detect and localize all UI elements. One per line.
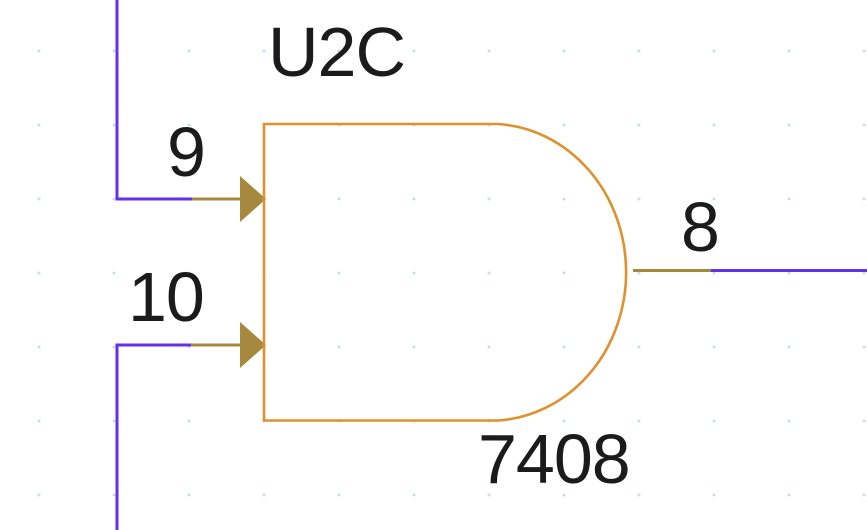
component-part-number-label[interactable]: 7408 bbox=[478, 420, 631, 498]
component-designator-label[interactable]: U2C bbox=[268, 13, 406, 91]
pin-number-label-10: 10 bbox=[128, 258, 205, 336]
wire-net-input-10[interactable] bbox=[115, 343, 191, 530]
input-pin-9-arrow-icon bbox=[240, 176, 266, 222]
wire-net-input-9[interactable] bbox=[115, 0, 192, 201]
pin-number-label-8: 8 bbox=[681, 188, 720, 266]
pin-number-label-9: 9 bbox=[167, 113, 206, 191]
and-gate-outline[interactable] bbox=[262, 122, 628, 422]
input-pin-10-arrow-icon bbox=[240, 322, 266, 368]
